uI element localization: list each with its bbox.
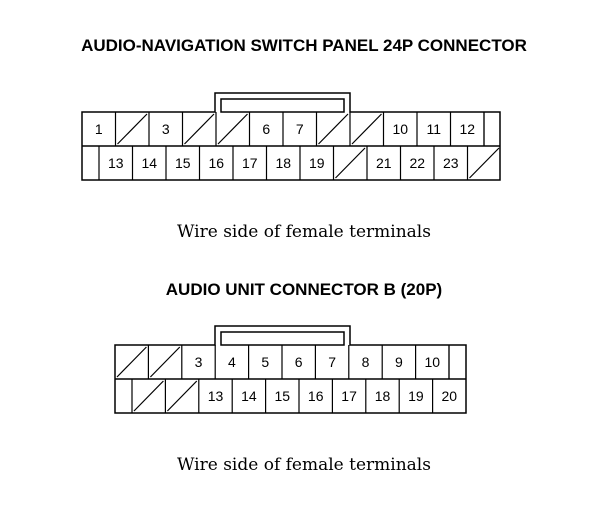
terminal-number: 3 [195,354,203,370]
terminal-number: 14 [241,388,257,404]
terminal-number: 17 [242,155,258,171]
terminal-number: 1 [95,121,103,137]
switch-panel-connector-caption: Wire side of female terminals [177,222,431,242]
terminal-number: 3 [162,121,170,137]
terminal-number: 20 [442,388,458,404]
terminal-number: 16 [208,155,224,171]
terminal-number: 4 [228,354,236,370]
blank-terminal-slash [149,346,181,378]
switch-panel-connector-title: AUDIO-NAVIGATION SWITCH PANEL 24P CONNEC… [81,36,527,55]
blank-terminal-slash [117,113,148,145]
terminal-number: 6 [262,121,270,137]
terminal-number: 21 [376,155,392,171]
connector-outline [81,92,501,181]
blank-terminal-slash [116,346,147,378]
terminal-number: 19 [309,155,325,171]
blank-terminal-slash [351,113,382,145]
terminal-number: 11 [426,121,441,137]
terminal-number: 8 [362,354,370,370]
connector-housing [81,92,501,181]
blank-terminal-slash [335,147,366,179]
terminal-number: 15 [275,388,291,404]
terminal-number: 15 [175,155,191,171]
terminal-number: 10 [392,121,408,137]
terminal-number: 23 [443,155,459,171]
terminal-number: 5 [261,354,269,370]
terminal-grid: 3 4 5 6 7 8 9 10 13 14 15 16 17 18 19 20 [116,345,458,413]
terminal-number: 9 [395,354,403,370]
blank-terminal-slash [184,113,215,145]
latch-tab [220,331,345,346]
audio-unit-connector-caption: Wire side of female terminals [177,455,431,475]
terminal-number: 10 [425,354,441,370]
terminal-number: 17 [341,388,357,404]
audio-unit-connector-title: AUDIO UNIT CONNECTOR B (20P) [165,280,443,299]
blank-terminal-slash [217,113,248,145]
terminal-number: 7 [328,354,336,370]
terminal-number: 13 [208,388,224,404]
terminal-number: 16 [308,388,324,404]
terminal-number: 14 [141,155,157,171]
blank-terminal-slash [166,380,198,412]
terminal-number: 6 [295,354,303,370]
terminal-number: 12 [459,121,475,137]
terminal-number: 7 [296,121,304,137]
blank-terminal-slash [133,380,164,412]
terminal-number: 22 [409,155,425,171]
terminal-number: 13 [108,155,124,171]
terminal-number: 18 [375,388,391,404]
blank-terminal-slash [469,147,500,179]
terminal-number: 18 [275,155,291,171]
terminal-number: 19 [408,388,424,404]
blank-terminal-slash [318,113,349,145]
